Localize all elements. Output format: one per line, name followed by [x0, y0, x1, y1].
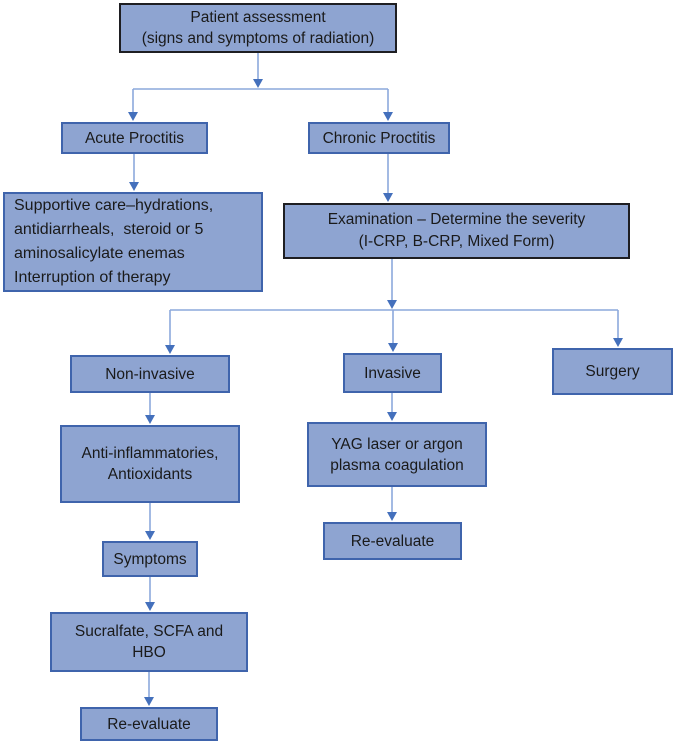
node-supportive-care: Supportive care–hydrations, antidiarrheal… — [3, 192, 263, 292]
arrowhead-patient-to-branch — [253, 79, 263, 88]
node-supportive-care-line: antidiarrheals, steroid or 5 — [14, 221, 204, 238]
node-re-evaluate-invasive: Re-evaluate — [323, 522, 462, 560]
node-supportive-care-line: aminosalicylate enemas — [14, 245, 185, 262]
arrowhead-acute-to-supportive — [129, 182, 139, 191]
node-yag-laser-line: plasma coagulation — [330, 456, 464, 474]
node-anti-inflammatories-line: Antioxidants — [107, 466, 193, 483]
arrowhead-chronic-to-examination — [383, 193, 393, 202]
node-anti-inflammatories: Anti-inflammatories, Antioxidants — [60, 425, 240, 503]
node-examination-line: Examination – Determine the severity — [327, 211, 586, 228]
node-non-invasive-line: Non-invasive — [105, 365, 195, 383]
node-patient-assessment-line: (signs and symptoms of radiation) — [141, 30, 375, 47]
node-re-evaluate-invasive-line: Re-evaluate — [350, 532, 435, 550]
node-sucralfate-hbo-line: HBO — [132, 644, 166, 661]
node-symptoms: Symptoms — [102, 541, 198, 577]
node-patient-assessment-line: Patient assessment — [190, 9, 326, 26]
node-examination-line: (I-CRP, B-CRP, Mixed Form) — [358, 233, 555, 250]
node-surgery-line: Surgery — [585, 363, 640, 380]
arrowhead-branch-to-chronic — [383, 112, 393, 121]
node-patient-assessment: Patient assessment (signs and symptoms of… — [119, 3, 397, 53]
arrowhead-yag-to-reevaluate — [387, 512, 397, 521]
arrowhead-examination-to-branch — [387, 300, 397, 309]
node-yag-laser-line: YAG laser or argon — [331, 435, 463, 453]
node-symptoms-line: Symptoms — [113, 550, 187, 568]
node-invasive-line: Invasive — [364, 364, 421, 382]
node-yag-laser: YAG laser or argon plasma coagulation — [307, 422, 487, 487]
node-supportive-care-line: Supportive care–hydrations, — [14, 197, 214, 214]
arrowhead-branch-to-invasive — [388, 343, 398, 352]
node-acute-proctitis: Acute Proctitis — [61, 122, 208, 154]
node-re-evaluate-noninvasive-line: Re-evaluate — [107, 715, 191, 733]
node-sucralfate-hbo-line: Sucralfate, SCFA and — [74, 623, 224, 640]
arrowhead-sucralfate-to-reevaluate — [144, 697, 154, 706]
node-re-evaluate-noninvasive: Re-evaluate — [80, 707, 218, 741]
arrowhead-noninvasive-to-antiinflammatories — [145, 415, 155, 424]
node-chronic-proctitis-line: Chronic Proctitis — [322, 129, 436, 147]
arrowhead-branch-to-surgery — [613, 338, 623, 347]
arrowhead-antiinflammatories-to-symptoms — [145, 531, 155, 540]
node-chronic-proctitis: Chronic Proctitis — [308, 122, 450, 154]
arrowhead-branch-to-acute — [128, 112, 138, 121]
node-surgery: Surgery — [552, 348, 673, 395]
arrowhead-symptoms-to-sucralfate — [145, 602, 155, 611]
node-invasive: Invasive — [343, 353, 442, 393]
arrowhead-branch-to-noninvasive — [165, 345, 175, 354]
node-acute-proctitis-line: Acute Proctitis — [84, 129, 185, 147]
arrowhead-invasive-to-yag — [387, 412, 397, 421]
node-supportive-care-line: Interruption of therapy — [14, 269, 171, 286]
node-non-invasive: Non-invasive — [70, 355, 230, 393]
node-examination: Examination – Determine the severity (I-C… — [283, 203, 630, 259]
node-anti-inflammatories-line: Anti-inflammatories, — [81, 445, 219, 462]
